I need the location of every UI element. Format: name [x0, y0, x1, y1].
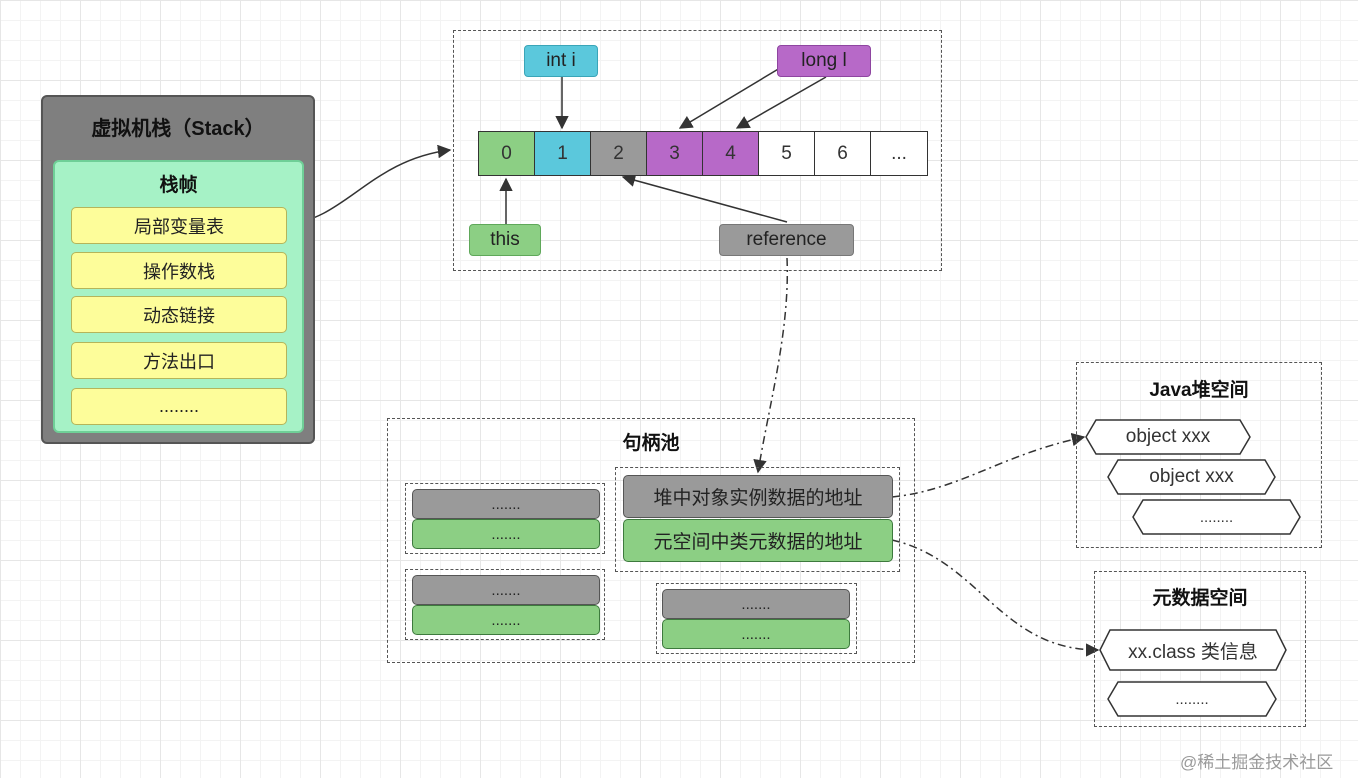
pool-to-heap-arrow [891, 432, 1086, 498]
long-l-arrow-3 [678, 67, 781, 129]
meta-class-info-shape [1099, 629, 1287, 671]
int-i-tag: int i [524, 45, 598, 77]
frame-item-return-address: 方法出口 [71, 342, 287, 379]
heap-object-2: object xxx [1149, 466, 1234, 487]
frame-item-more: ........ [71, 388, 287, 425]
heap-object-more: ........ [1199, 508, 1234, 526]
frame-item-operand-stack: 操作数栈 [71, 252, 287, 289]
reference-tag: reference [719, 224, 854, 256]
long-l-arrow-4 [735, 76, 827, 129]
meta-more: ........ [1175, 690, 1209, 708]
vm-stack-title: 虚拟机栈（Stack） [91, 118, 265, 140]
meta-space-box [1094, 571, 1306, 727]
java-heap-title: Java堆空间 [1149, 380, 1249, 401]
pool-to-meta-arrow [891, 539, 1100, 657]
frame-item-dynamic-linking: 动态链接 [71, 296, 287, 333]
handle-pool-title: 句柄池 [622, 433, 680, 454]
meta-more-shape [1107, 681, 1277, 717]
handle-1-green: ....... [412, 519, 600, 549]
long-l-tag: long l [777, 45, 871, 77]
handle-2-gray: ....... [412, 575, 600, 605]
handle-group-1 [405, 483, 605, 554]
java-heap-box [1076, 362, 1322, 548]
handle-group-3 [656, 583, 857, 654]
heap-object-2-shape [1107, 459, 1276, 495]
slot-2: 2 [590, 131, 647, 176]
handle-pool-box [387, 418, 915, 663]
handle-main-instance-address: 堆中对象实例数据的地址 [623, 475, 893, 518]
handle-3-green: ....... [662, 619, 850, 649]
heap-object-1-shape [1085, 419, 1251, 455]
watermark: @稀土掘金技术社区 [1180, 753, 1334, 772]
slot-5: 5 [758, 131, 815, 176]
slot-1: 1 [534, 131, 591, 176]
local-variable-table-box [453, 30, 942, 271]
slot-0: 0 [478, 131, 535, 176]
slot-6: 6 [814, 131, 871, 176]
frame-item-local-variables: 局部变量表 [71, 207, 287, 244]
heap-object-3-shape [1132, 499, 1301, 535]
slot-4: 4 [702, 131, 759, 176]
reference-arrow [621, 173, 788, 223]
slot-3: 3 [646, 131, 703, 176]
handle-3-gray: ....... [662, 589, 850, 619]
handle-group-2 [405, 569, 605, 640]
handle-2-green: ....... [412, 605, 600, 635]
slot-more: ... [870, 131, 928, 176]
meta-space-title: 元数据空间 [1152, 588, 1248, 609]
handle-main-class-metadata-address: 元空间中类元数据的地址 [623, 519, 893, 562]
meta-class-info: xx.class 类信息 [1128, 641, 1258, 663]
stack-frame-title: 栈帧 [159, 175, 198, 196]
handle-1-gray: ....... [412, 489, 600, 519]
handle-group-main [615, 467, 900, 572]
this-tag: this [469, 224, 541, 256]
heap-object-1: object xxx [1125, 426, 1211, 447]
